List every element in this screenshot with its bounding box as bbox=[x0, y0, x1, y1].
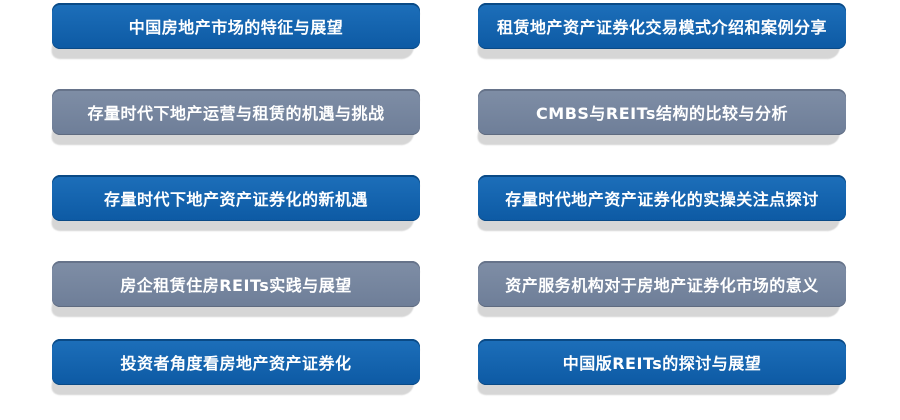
topic-left-5-label: 投资者角度看房地产资产证券化 bbox=[120, 354, 352, 373]
topic-left-3-wrap: 存量时代下地产资产证券化的新机遇 bbox=[49, 175, 421, 235]
topic-left-4-wrap: 房企租赁住房REITs实践与展望 bbox=[49, 261, 421, 321]
topic-right-3-label: 存量时代地产资产证券化的实操关注点探讨 bbox=[505, 190, 819, 209]
topic-right-5-wrap: 中国版REITs的探讨与展望 bbox=[475, 339, 846, 399]
topic-right-4-button[interactable]: 资产服务机构对于房地产证券化市场的意义 bbox=[478, 261, 846, 307]
topic-left-3-label: 存量时代下地产资产证券化的新机遇 bbox=[103, 190, 368, 209]
topic-left-5-wrap: 投资者角度看房地产资产证券化 bbox=[49, 339, 421, 399]
topic-right-3-button[interactable]: 存量时代地产资产证券化的实操关注点探讨 bbox=[478, 175, 846, 221]
topic-left-5-button[interactable]: 投资者角度看房地产资产证券化 bbox=[52, 339, 420, 385]
topic-right-2-button[interactable]: CMBS与REITs结构的比较与分析 bbox=[478, 89, 846, 135]
topic-left-4-button[interactable]: 房企租赁住房REITs实践与展望 bbox=[52, 261, 420, 307]
topic-right-5-button[interactable]: 中国版REITs的探讨与展望 bbox=[478, 339, 846, 385]
topic-right-1-label: 租赁地产资产证券化交易模式介绍和案例分享 bbox=[496, 18, 827, 37]
topic-left-1-label: 中国房地产市场的特征与展望 bbox=[128, 18, 344, 37]
topic-left-2-label: 存量时代下地产运营与租赁的机遇与挑战 bbox=[87, 104, 385, 123]
topic-left-4-label: 房企租赁住房REITs实践与展望 bbox=[120, 276, 352, 295]
topic-left-1-wrap: 中国房地产市场的特征与展望 bbox=[49, 3, 421, 63]
topic-right-4-wrap: 资产服务机构对于房地产证券化市场的意义 bbox=[475, 261, 846, 321]
topic-right-1-button[interactable]: 租赁地产资产证券化交易模式介绍和案例分享 bbox=[478, 3, 846, 49]
topic-right-4-label: 资产服务机构对于房地产证券化市场的意义 bbox=[505, 276, 819, 295]
topic-left-3-button[interactable]: 存量时代下地产资产证券化的新机遇 bbox=[52, 175, 420, 221]
topic-right-2-wrap: CMBS与REITs结构的比较与分析 bbox=[475, 89, 846, 149]
topic-right-1-wrap: 租赁地产资产证券化交易模式介绍和案例分享 bbox=[475, 3, 846, 63]
topic-right-3-wrap: 存量时代地产资产证券化的实操关注点探讨 bbox=[475, 175, 846, 235]
topic-right-2-label: CMBS与REITs结构的比较与分析 bbox=[536, 104, 788, 123]
topic-right-5-label: 中国版REITs的探讨与展望 bbox=[562, 354, 762, 373]
topic-left-2-button[interactable]: 存量时代下地产运营与租赁的机遇与挑战 bbox=[52, 89, 420, 135]
topic-left-1-button[interactable]: 中国房地产市场的特征与展望 bbox=[52, 3, 420, 49]
topic-left-2-wrap: 存量时代下地产运营与租赁的机遇与挑战 bbox=[49, 89, 421, 149]
